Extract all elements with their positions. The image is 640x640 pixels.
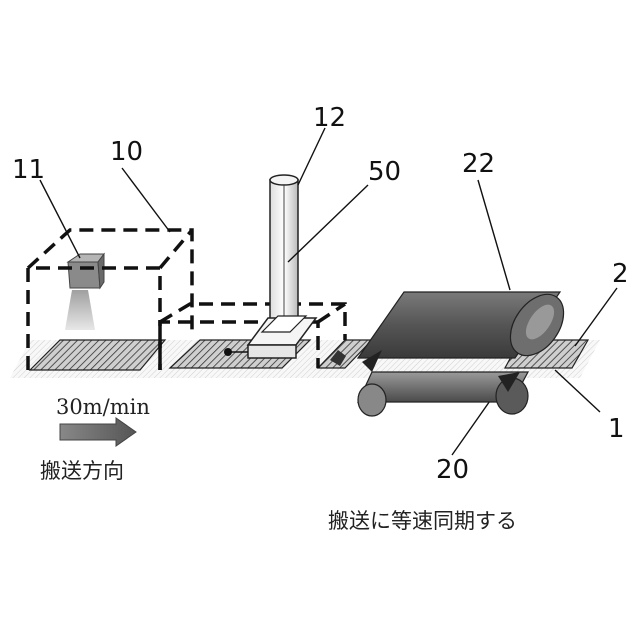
ref-label-2: 2: [612, 259, 629, 289]
ref-label-11: 11: [12, 155, 45, 185]
conveyance-arrow: [60, 418, 136, 446]
ref-label-12: 12: [313, 103, 346, 133]
ref-label-20: 20: [436, 455, 469, 485]
ref-label-10: 10: [110, 137, 143, 167]
ref-label-1: 1: [608, 414, 625, 444]
ref-label-22: 22: [462, 149, 495, 179]
ref-label-50: 50: [368, 157, 401, 187]
sync-note: 搬送に等速同期する: [328, 509, 517, 533]
direction-label: 搬送方向: [40, 459, 124, 483]
sensor-11: [65, 254, 104, 330]
lower-roller-20: [358, 372, 528, 416]
speed-label: 30m/min: [56, 395, 150, 419]
laser-head-12: [270, 175, 298, 330]
